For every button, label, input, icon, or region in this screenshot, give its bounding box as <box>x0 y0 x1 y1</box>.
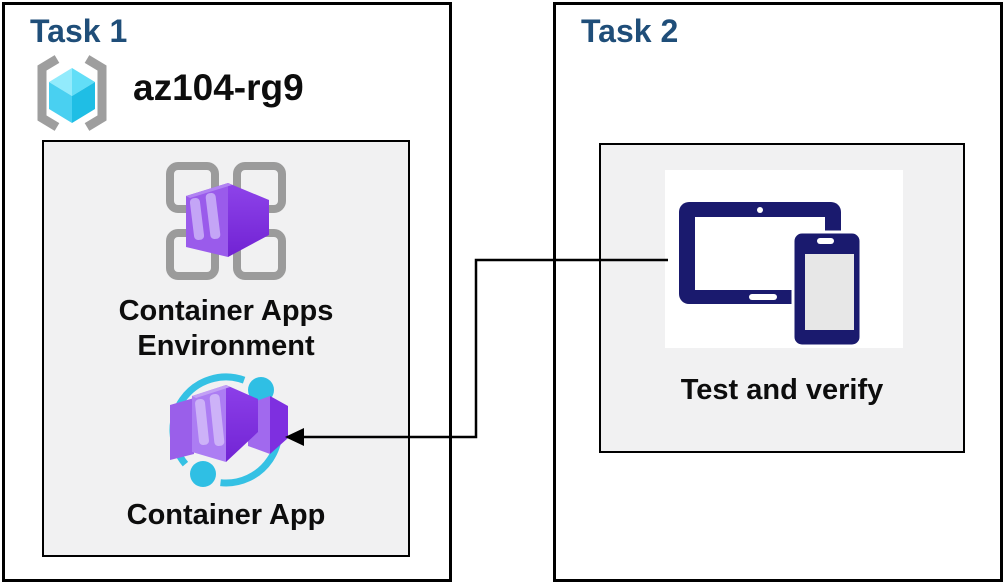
resource-group-icon <box>37 55 107 131</box>
test-verify-caption: Test and verify <box>680 374 884 406</box>
task2-inner-box: Test and verify <box>599 143 965 453</box>
environment-caption: Container Apps Environment <box>118 295 334 362</box>
task1-inner-box: Container Apps Environment <box>42 140 410 557</box>
resource-group-name: az104-rg9 <box>133 67 304 108</box>
container-apps-environment-icon <box>166 162 286 280</box>
task2-box: Task 2 Test and verify <box>553 2 1003 582</box>
container-app-caption: Container App <box>126 499 326 531</box>
container-app-icon <box>169 373 288 487</box>
task1-title: Task 1 <box>30 13 128 49</box>
task2-title: Task 2 <box>581 13 679 49</box>
test-verify-icon-plate <box>665 170 903 348</box>
task1-box: Task 1 az104-rg9 <box>2 2 452 582</box>
tablet-and-phone-icon <box>679 202 863 348</box>
